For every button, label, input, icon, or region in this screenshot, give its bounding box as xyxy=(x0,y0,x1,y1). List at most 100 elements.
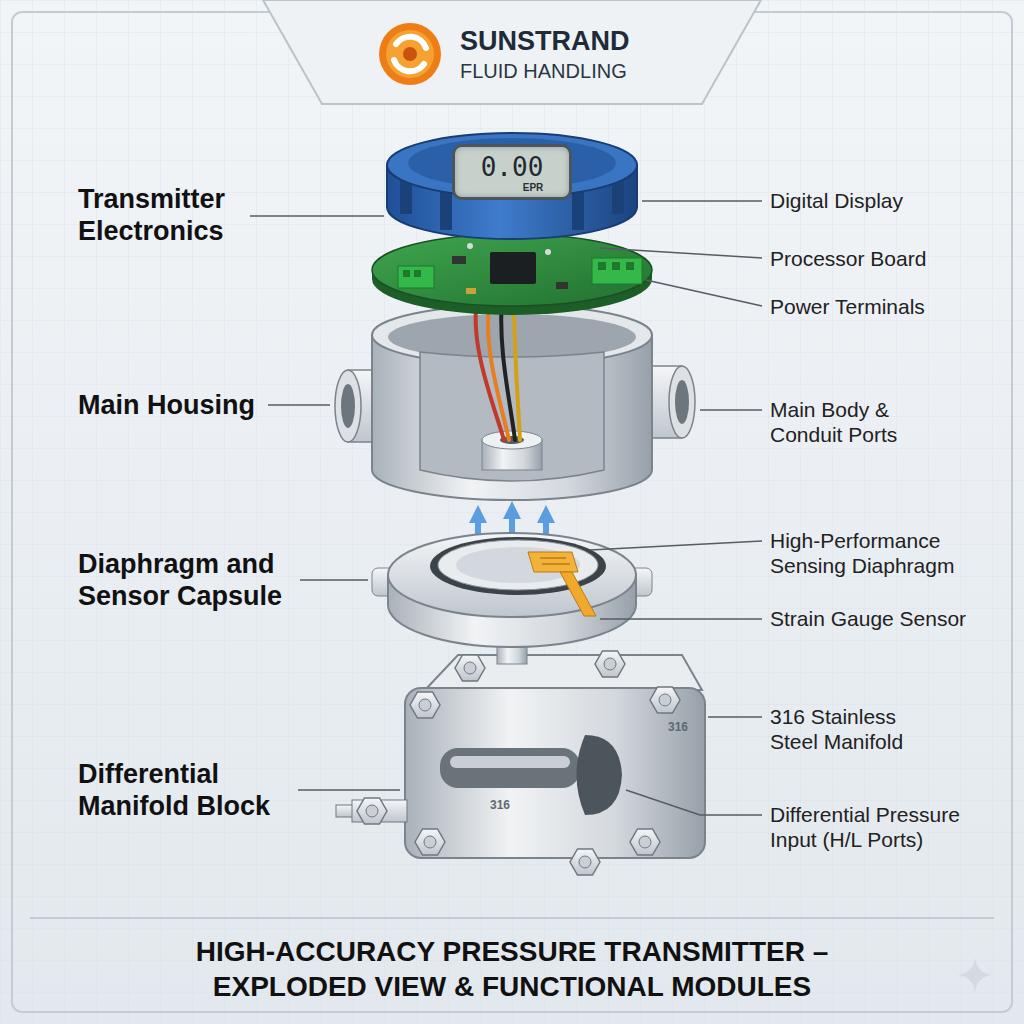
leader-lines xyxy=(646,280,762,306)
processor-board xyxy=(372,234,652,306)
manifold-block xyxy=(415,829,445,855)
background xyxy=(30,917,994,919)
material-mark: 316 xyxy=(490,798,530,812)
leader-lines xyxy=(708,716,762,718)
main-housing xyxy=(669,366,695,438)
part-label: Differential Pressure Input (H/L Ports) xyxy=(770,802,995,852)
part-label: Main Body & Conduit Ports xyxy=(770,397,920,447)
part-label: Digital Display xyxy=(770,188,1005,213)
manifold-block xyxy=(455,655,485,681)
brand-logo xyxy=(394,37,426,72)
display-cap xyxy=(572,192,584,230)
module-label: Differential Manifold Block xyxy=(78,758,296,823)
manifold-block xyxy=(405,688,705,858)
manifold-block xyxy=(450,756,570,768)
label-slot: Main Housing xyxy=(78,389,296,421)
brand-logo xyxy=(386,30,434,78)
processor-board xyxy=(466,288,476,294)
display-unit: EPR xyxy=(481,182,544,193)
material-mark: 316 xyxy=(668,720,708,734)
processor-board xyxy=(403,270,410,277)
leader-lines xyxy=(250,201,762,815)
display-cap xyxy=(612,180,624,214)
label-slot: High-Performance Sensing Diaphragm xyxy=(770,528,990,578)
sensor-capsule xyxy=(456,547,580,583)
processor-board xyxy=(612,262,620,270)
processor-board xyxy=(452,256,466,264)
manifold-block xyxy=(595,651,625,677)
signal-wires xyxy=(514,298,520,440)
manifold-block xyxy=(357,798,387,824)
manifold-block xyxy=(650,687,680,713)
brand-name: SUNSTRAND xyxy=(460,26,630,57)
module-label: Transmitter Electronics xyxy=(78,183,296,248)
label-slot: Transmitter Electronics xyxy=(78,183,296,248)
label-slot: 316 xyxy=(490,798,530,812)
leader-lines xyxy=(590,541,762,550)
brand-logo xyxy=(403,47,417,61)
label-slot: Processor Board xyxy=(770,246,1005,271)
processor-board xyxy=(626,262,634,270)
module-label: Diaphragm and Sensor Capsule xyxy=(78,548,296,613)
display-cap xyxy=(440,192,452,230)
part-label: 316 Stainless Steel Manifold xyxy=(770,704,930,754)
brand-text: SUNSTRANDFLUID HANDLING xyxy=(460,26,630,83)
label-slot: Power Terminals xyxy=(770,294,1005,319)
label-slot: 316 xyxy=(668,720,708,734)
processor-board xyxy=(592,258,642,284)
processor-board xyxy=(556,282,568,289)
processor-board xyxy=(414,270,421,277)
processor-board xyxy=(467,243,473,249)
brand-logo xyxy=(379,23,441,85)
background xyxy=(958,958,992,992)
main-housing xyxy=(335,370,361,442)
processor-board xyxy=(490,252,536,284)
processor-board xyxy=(398,266,434,288)
part-label: High-Performance Sensing Diaphragm xyxy=(770,528,990,578)
label-slot: Diaphragm and Sensor Capsule xyxy=(78,548,296,613)
display-cap xyxy=(400,180,412,214)
main-housing xyxy=(482,431,542,449)
part-label: Strain Gauge Sensor xyxy=(770,606,1005,631)
manifold-block xyxy=(410,692,440,718)
label-slot: Digital Display xyxy=(770,188,1005,213)
leader-lines xyxy=(626,790,762,815)
module-label: Main Housing xyxy=(78,389,296,421)
label-slot: Differential Pressure Input (H/L Ports) xyxy=(770,802,995,852)
manifold-block xyxy=(336,651,705,875)
manifold-block xyxy=(577,735,623,815)
sensor-capsule xyxy=(372,533,652,647)
processor-board xyxy=(372,234,652,315)
part-label: Processor Board xyxy=(770,246,1005,271)
leader-lines xyxy=(268,404,330,406)
part-label: Power Terminals xyxy=(770,294,1005,319)
leader-lines xyxy=(642,200,762,202)
manifold-block xyxy=(630,829,660,855)
signal-wires xyxy=(476,296,520,440)
brand-tab: SUNSTRANDFLUID HANDLING xyxy=(262,0,762,106)
lcd-screen: 0.00EPR xyxy=(452,144,573,200)
brand-subtitle: FLUID HANDLING xyxy=(460,59,630,83)
diagram-title: HIGH-ACCURACY PRESSURE TRANSMITTER – EXP… xyxy=(122,934,902,1004)
background xyxy=(12,12,1012,1012)
manifold-block xyxy=(440,748,580,788)
label-slot: Strain Gauge Sensor xyxy=(770,606,1005,631)
manifold-block xyxy=(570,849,600,875)
sensor-capsule xyxy=(540,558,570,564)
processor-board xyxy=(545,249,551,255)
processor-board xyxy=(598,262,606,270)
sensor-capsule xyxy=(388,533,636,617)
manifold-block xyxy=(425,655,702,690)
label-slot: Main Body & Conduit Ports xyxy=(770,397,920,447)
label-slot: Differential Manifold Block xyxy=(78,758,296,823)
display-cap xyxy=(387,133,637,239)
label-slot: 316 Stainless Steel Manifold xyxy=(770,704,930,754)
tab-outline xyxy=(263,0,761,104)
leader-lines xyxy=(600,618,762,620)
leader-lines xyxy=(250,215,384,217)
sensor-capsule xyxy=(528,552,578,572)
main-housing xyxy=(675,380,689,424)
